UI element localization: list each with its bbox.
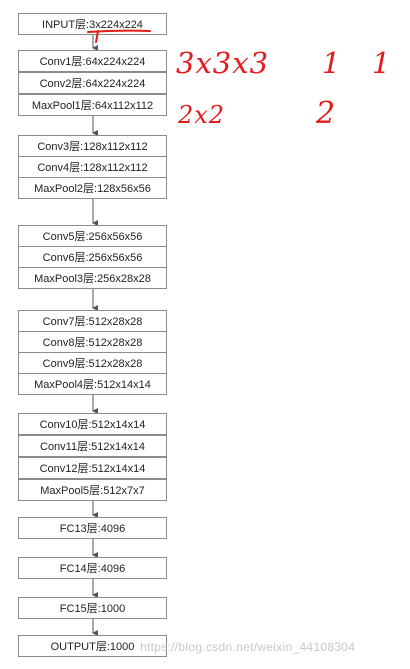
layer-conv11: Conv11层:512x14x14 bbox=[18, 435, 167, 457]
layer-fc15: FC15层:1000 bbox=[18, 597, 167, 619]
layer-conv6: Conv6层:256x56x56 bbox=[18, 246, 167, 268]
layer-conv3: Conv3层:128x112x112 bbox=[18, 135, 167, 157]
layer-maxpool5: MaxPool5层:512x7x7 bbox=[18, 479, 167, 501]
layer-conv2: Conv2层:64x224x224 bbox=[18, 72, 167, 94]
layer-conv1: Conv1层:64x224x224 bbox=[18, 50, 167, 72]
layer-conv9: Conv9层:512x28x28 bbox=[18, 352, 167, 374]
annotation-pool-kernel: 2x2 bbox=[178, 101, 226, 129]
annotation-conv-stride: 1 bbox=[322, 46, 341, 80]
layer-output: OUTPUT层:1000 bbox=[18, 635, 167, 657]
layer-conv7: Conv7层:512x28x28 bbox=[18, 310, 167, 332]
annotation-pool-stride: 2 bbox=[316, 96, 336, 131]
layer-conv4: Conv4层:128x112x112 bbox=[18, 156, 167, 178]
layer-input: INPUT层:3x224x224 bbox=[18, 13, 167, 35]
layer-maxpool1: MaxPool1层:64x112x112 bbox=[18, 94, 167, 116]
annotation-conv-padding: 1 bbox=[372, 46, 391, 80]
layer-fc13: FC13层:4096 bbox=[18, 517, 167, 539]
annotation-conv-kernel: 3x3x3 bbox=[176, 46, 270, 80]
layer-conv8: Conv8层:512x28x28 bbox=[18, 331, 167, 353]
layer-maxpool3: MaxPool3层:256x28x28 bbox=[18, 267, 167, 289]
layer-conv10: Conv10层:512x14x14 bbox=[18, 413, 167, 435]
layer-conv12: Conv12层:512x14x14 bbox=[18, 457, 167, 479]
layer-maxpool4: MaxPool4层:512x14x14 bbox=[18, 373, 167, 395]
layer-fc14: FC14层:4096 bbox=[18, 557, 167, 579]
layer-conv5: Conv5层:256x56x56 bbox=[18, 225, 167, 247]
watermark: https://blog.csdn.net/weixin_44108304 bbox=[140, 640, 356, 654]
layer-maxpool2: MaxPool2层:128x56x56 bbox=[18, 177, 167, 199]
